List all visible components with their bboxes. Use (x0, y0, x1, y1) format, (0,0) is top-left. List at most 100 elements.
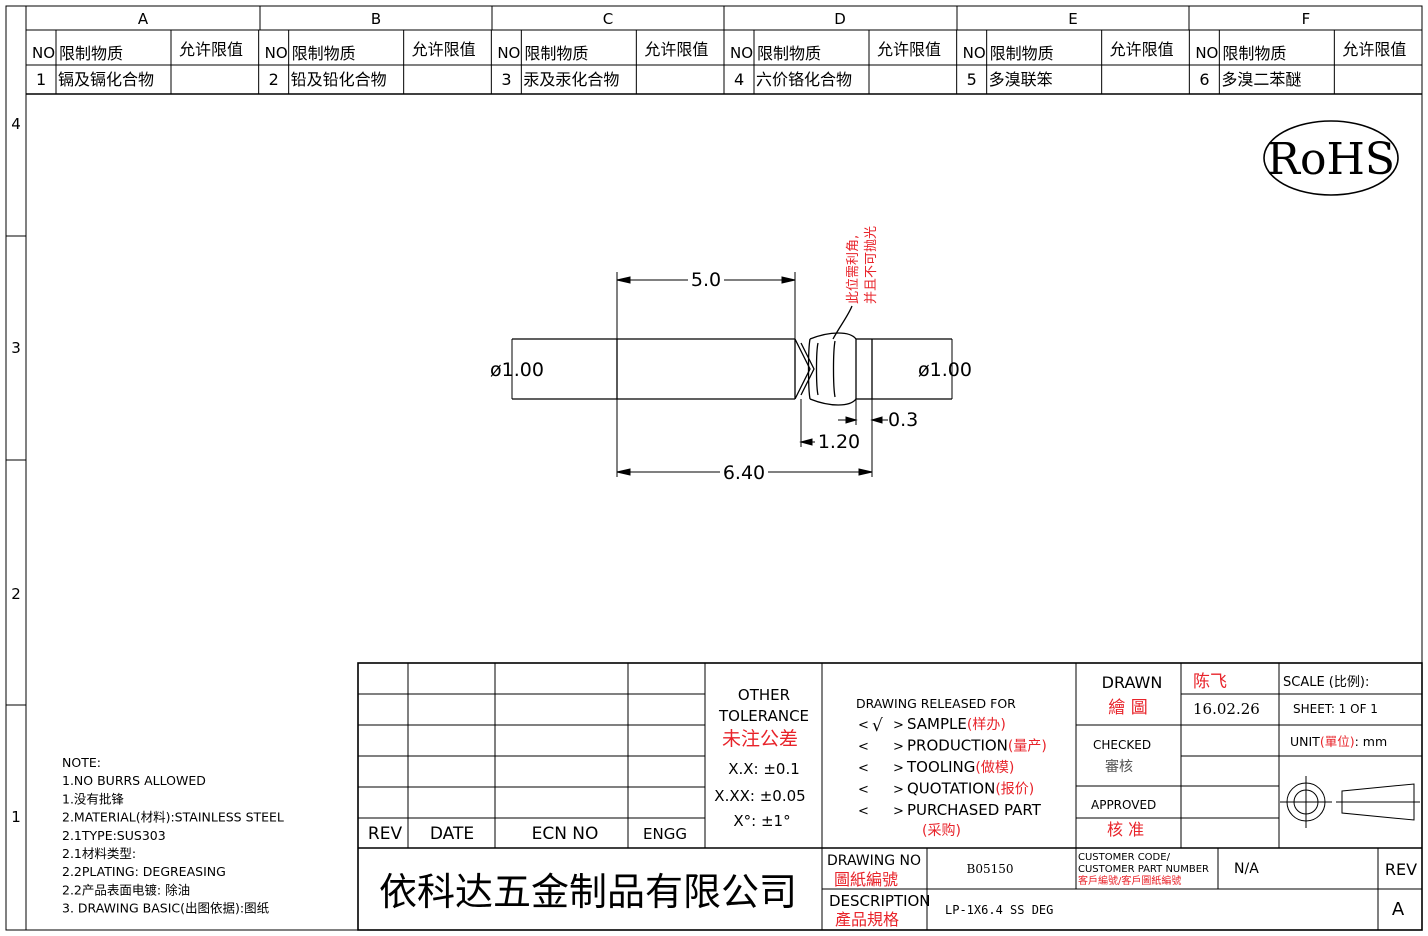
note-line: 2.2产品表面电镀: 除油 (62, 882, 190, 897)
rs-item-name: 多溴联笨 (989, 70, 1053, 89)
rs-item-name: 镉及镉化合物 (58, 70, 154, 89)
note-line: 2.1材料类型: (62, 846, 136, 861)
rs-no-header: NO (730, 44, 753, 62)
notes-block: NOTE:1.NO BURRS ALLOWED1.没有批锋2.MATERIAL(… (62, 755, 284, 916)
rohs-logo-text: RoHS (1267, 134, 1395, 185)
unit-label: UNIT(單位): mm (1290, 734, 1387, 749)
checked-cn-label: 審核 (1105, 759, 1133, 775)
checked-label: CHECKED (1093, 738, 1151, 752)
drawing-no-value: B05150 (967, 862, 1014, 876)
rs-substance-header: 限制物质 (59, 44, 123, 63)
release-bracket: > (893, 783, 904, 798)
dim-6-40: 6.40 (723, 462, 765, 484)
rs-item-name: 多溴二苯醚 (1221, 70, 1301, 89)
rs-no-header: NO (265, 44, 288, 62)
note-line: 3. DRAWING BASIC(出图依据):图纸 (62, 901, 270, 916)
rs-limit-header: 允许限值 (644, 40, 708, 59)
zone-labels: A B C D E F 4 3 2 1 (11, 10, 1310, 826)
release-bracket: < (858, 761, 869, 776)
rs-item-name: 六价铬化合物 (756, 70, 852, 89)
dim-diameter-left: ø1.00 (490, 359, 544, 381)
drawing-no-cn-label: 圖紙編號 (834, 870, 898, 889)
note-line: 2.1TYPE:SUS303 (62, 828, 166, 843)
approved-label: APPROVED (1091, 798, 1156, 812)
description-cn-label: 產品規格 (835, 910, 899, 929)
zone-col-b: B (371, 10, 381, 28)
third-angle-projection-icon (1280, 776, 1420, 828)
rs-substance-header: 限制物质 (524, 44, 588, 63)
rs-no-header: NO (1195, 44, 1218, 62)
release-option-label: PURCHASED PART (907, 801, 1042, 819)
sharp-corner-note-line1: 此位需利角, (846, 235, 861, 304)
rev-value: A (1392, 899, 1405, 920)
company-name: 依科达五金制品有限公司 (379, 870, 797, 914)
sharp-corner-note-line2: 并且不可抛光 (864, 226, 879, 304)
release-option-label: PRODUCTION(量产) (907, 737, 1047, 755)
zone-row-4: 4 (11, 115, 21, 133)
rs-substance-header: 限制物质 (757, 44, 821, 63)
release-option-label: SAMPLE(样办) (907, 715, 1006, 733)
tolerance-xx: X.X: ±0.1 (728, 760, 800, 778)
rs-item-name: 汞及汞化合物 (523, 70, 619, 89)
tolerance-xxx: X.XX: ±0.05 (714, 787, 805, 805)
note-line: 2.2PLATING: DEGREASING (62, 864, 226, 879)
release-option-label: QUOTATION(报价) (907, 780, 1034, 798)
release-bracket: < (858, 783, 869, 798)
zone-col-a: A (138, 10, 149, 28)
drawn-label: DRAWN (1102, 673, 1163, 692)
note-line: 2.MATERIAL(材料):STAINLESS STEEL (62, 810, 284, 825)
released-for-label: DRAWING RELEASED FOR (856, 696, 1016, 711)
rs-item-no: 6 (1199, 70, 1209, 89)
tolerance-cn-label: 未注公差 (722, 728, 798, 750)
description-value: LP-1X6.4 SS DEG (945, 903, 1053, 917)
rohs-logo: RoHS (1263, 120, 1399, 196)
rs-substance-header: 限制物质 (1222, 44, 1286, 63)
rs-no-header: NO (32, 44, 55, 62)
zone-row-2: 2 (11, 585, 21, 603)
part-drawing (512, 305, 952, 406)
release-option-cn: (采购) (922, 823, 961, 839)
rs-no-header: NO (497, 44, 520, 62)
rs-item-no: 5 (967, 70, 977, 89)
customer-code-label1: CUSTOMER CODE/ (1078, 852, 1171, 863)
approved-cn-label: 核 准 (1107, 820, 1144, 839)
rs-item-no: 3 (501, 70, 511, 89)
rev-label: REV (1385, 860, 1417, 879)
rs-substance-header: 限制物质 (990, 44, 1054, 63)
release-option-label: TOOLING(做模) (906, 758, 1014, 776)
tolerance-angle: X°: ±1° (733, 812, 790, 830)
rs-substance-header: 限制物质 (292, 44, 356, 63)
description-label: DESCRIPTION (829, 892, 931, 910)
dim-5-0: 5.0 (691, 269, 721, 291)
note-line: 1.NO BURRS ALLOWED (62, 773, 206, 788)
rs-limit-header: 允许限值 (1342, 40, 1406, 59)
zone-col-d: D (834, 10, 846, 28)
release-bracket: < (858, 718, 869, 733)
rs-limit-header: 允许限值 (412, 40, 476, 59)
release-bracket: < (858, 804, 869, 819)
customer-code-cn-label: 客戶編號/客戶圖紙編號 (1078, 874, 1181, 887)
dim-0-3: 0.3 (888, 409, 918, 431)
zone-col-c: C (603, 10, 613, 28)
release-bracket: > (893, 761, 904, 776)
rs-limit-header: 允许限值 (179, 40, 243, 59)
sharp-corner-note: 此位需利角, 并且不可抛光 (846, 226, 879, 304)
customer-code-value: N/A (1234, 861, 1259, 877)
zone-col-e: E (1068, 10, 1077, 28)
ecn-header: ECN NO (532, 824, 599, 844)
note-line: 1.没有批锋 (62, 791, 124, 806)
rs-limit-header: 允许限值 (877, 40, 941, 59)
title-block: REV DATE ECN NO ENGG OTHER TOLERANCE 未注公… (357, 662, 1423, 931)
zone-row-3: 3 (11, 339, 21, 357)
rs-item-no: 4 (734, 70, 744, 89)
check-mark-icon: √ (872, 716, 883, 736)
release-bracket: < (858, 740, 869, 755)
drawn-date: 16.02.26 (1193, 700, 1260, 718)
rs-item-name: 铅及铅化合物 (291, 70, 387, 89)
date-header: DATE (430, 824, 474, 844)
customer-code-label2: CUSTOMER PART NUMBER (1078, 864, 1209, 875)
rs-item-no: 1 (36, 70, 46, 89)
rs-no-header: NO (963, 44, 986, 62)
